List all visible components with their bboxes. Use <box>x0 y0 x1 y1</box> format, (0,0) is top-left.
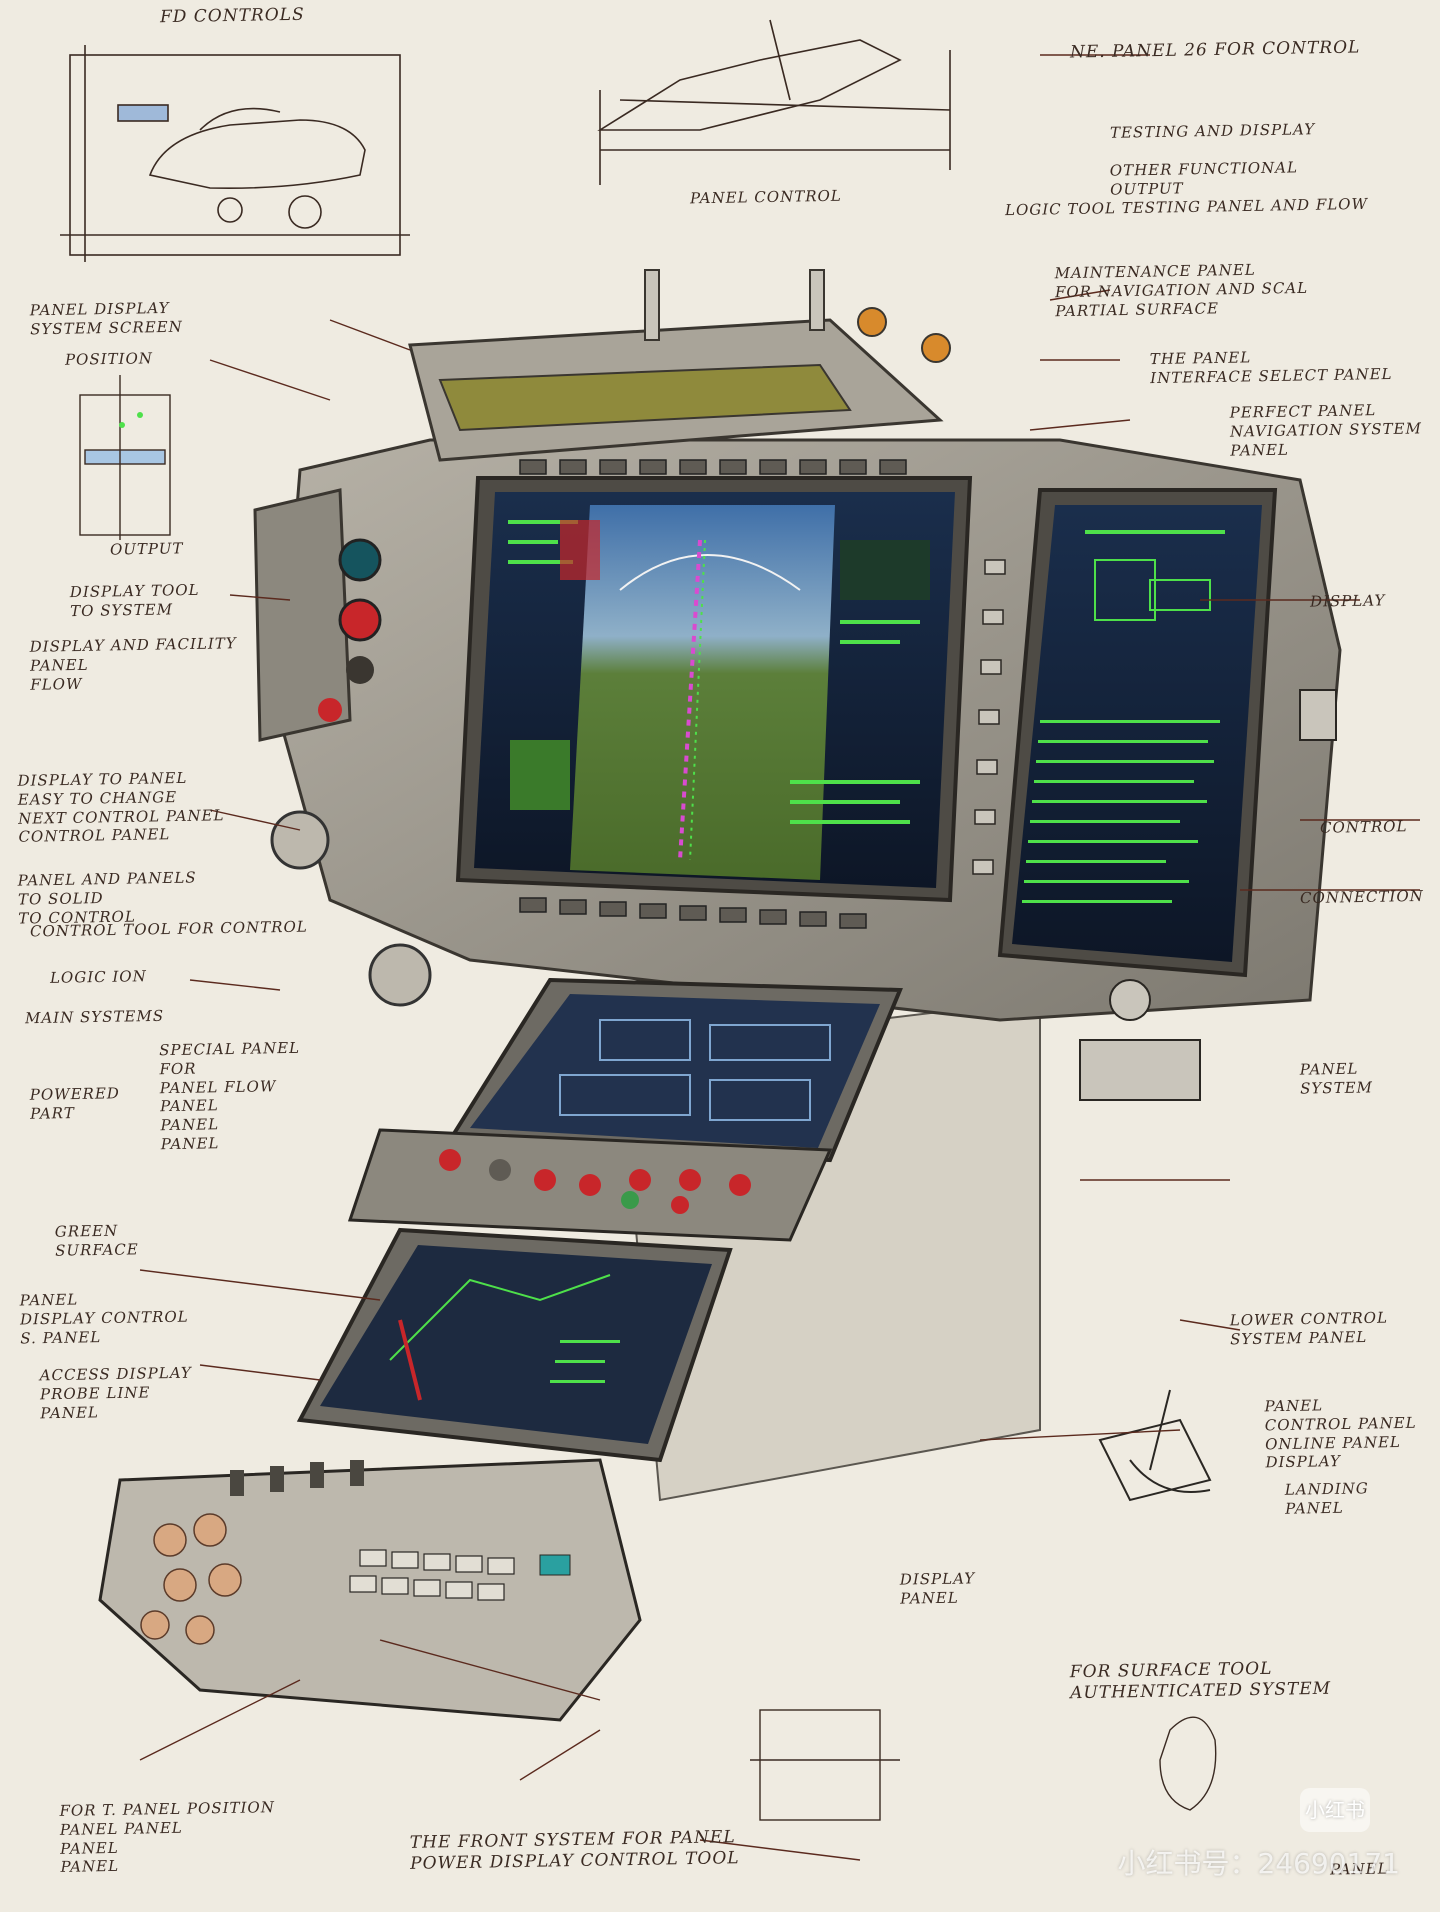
annotation-left-1: PANEL DISPLAY SYSTEM SCREEN <box>29 298 183 339</box>
watermark-text: 小红书号：2469017​1 <box>1117 1847 1400 1880</box>
primary-flight-display <box>455 459 973 929</box>
annotation-left-9: LOGIC ION <box>49 967 147 987</box>
annotation-mid-right-2: THE PANEL INTERFACE SELECT PANEL <box>1149 348 1393 387</box>
lower-control-deck <box>98 1458 642 1722</box>
small-schematic <box>79 375 171 540</box>
center-console-display <box>347 977 903 1242</box>
annotation-right-3: CONNECTION <box>1299 886 1424 908</box>
app-logo: 小红书 <box>1300 1788 1370 1832</box>
annotation-top-left-title: FD CONTROLS <box>159 4 305 28</box>
annotation-left-5: DISPLAY AND FACILITY PANEL FLOW <box>29 634 237 694</box>
aircraft-side-sketch <box>60 45 410 262</box>
annotation-bottom-left-1: FOR T. PANEL POSITION PANEL PANEL PANEL … <box>59 1798 276 1877</box>
annotation-top-right-2: TESTING AND DISPLAY <box>1109 120 1316 142</box>
annotation-left-14: PANEL DISPLAY CONTROL S. PANEL <box>19 1290 189 1347</box>
annotation-left-13: GREEN SURFACE <box>54 1221 139 1260</box>
annotation-mid-2: DISPLAY PANEL <box>899 1569 976 1608</box>
annotation-right-7: LANDING PANEL <box>1284 1479 1369 1518</box>
annotation-right-2: CONTROL <box>1319 817 1408 837</box>
annotation-left-15: ACCESS DISPLAY PROBE LINE PANEL <box>39 1363 193 1422</box>
secondary-system-display <box>972 488 1278 978</box>
annotation-right-1: DISPLAY <box>1309 591 1386 611</box>
annotation-left-10: MAIN SYSTEMS <box>24 1006 165 1028</box>
annotation-left-2: POSITION <box>64 349 154 369</box>
right-side-assembly <box>1079 689 1337 1502</box>
leader-lines <box>139 54 1420 1861</box>
annotation-bottom-right-1: FOR SURFACE TOOL AUTHENTICATED SYSTEM <box>1069 1658 1332 1704</box>
left-control-knobs <box>270 538 432 1007</box>
annotation-right-5: LOWER CONTROL SYSTEM PANEL <box>1229 1308 1389 1349</box>
annotation-left-7: PANEL AND PANELS TO SOLID TO CONTROL <box>17 868 197 928</box>
annotation-right-6: PANEL CONTROL PANEL ONLINE PANEL DISPLAY <box>1264 1396 1417 1472</box>
annotation-left-12: POWERED PART <box>29 1084 121 1123</box>
annotation-left-11: SPECIAL PANEL FOR PANEL FLOW PANEL PANEL… <box>159 1038 301 1153</box>
annotation-left-6: DISPLAY TO PANEL EASY TO CHANGE NEXT CON… <box>17 768 225 847</box>
annotation-mid-1: PANEL CONTROL <box>689 186 842 208</box>
annotation-right-4: PANEL SYSTEM <box>1299 1059 1374 1098</box>
annotation-bottom-mid-1: THE FRONT SYSTEM FOR PANEL POWER DISPLAY… <box>409 1827 740 1875</box>
annotation-mid-right-3: PERFECT PANEL NAVIGATION SYSTEM PANEL <box>1229 401 1422 460</box>
aircraft-wing-sketch <box>597 19 951 185</box>
annotation-left-4: DISPLAY TOOL TO SYSTEM <box>69 580 200 620</box>
annotation-left-3: OUTPUT <box>109 539 184 559</box>
annotation-top-right-3: OTHER FUNCTIONAL OUTPUT <box>1109 158 1299 199</box>
lower-multifunction-display <box>296 1227 733 1463</box>
detail-sketches <box>750 1709 1217 1821</box>
annotation-mid-right-1: MAINTENANCE PANEL FOR NAVIGATION AND SCA… <box>1054 260 1309 320</box>
center-button-cluster <box>347 1128 833 1242</box>
